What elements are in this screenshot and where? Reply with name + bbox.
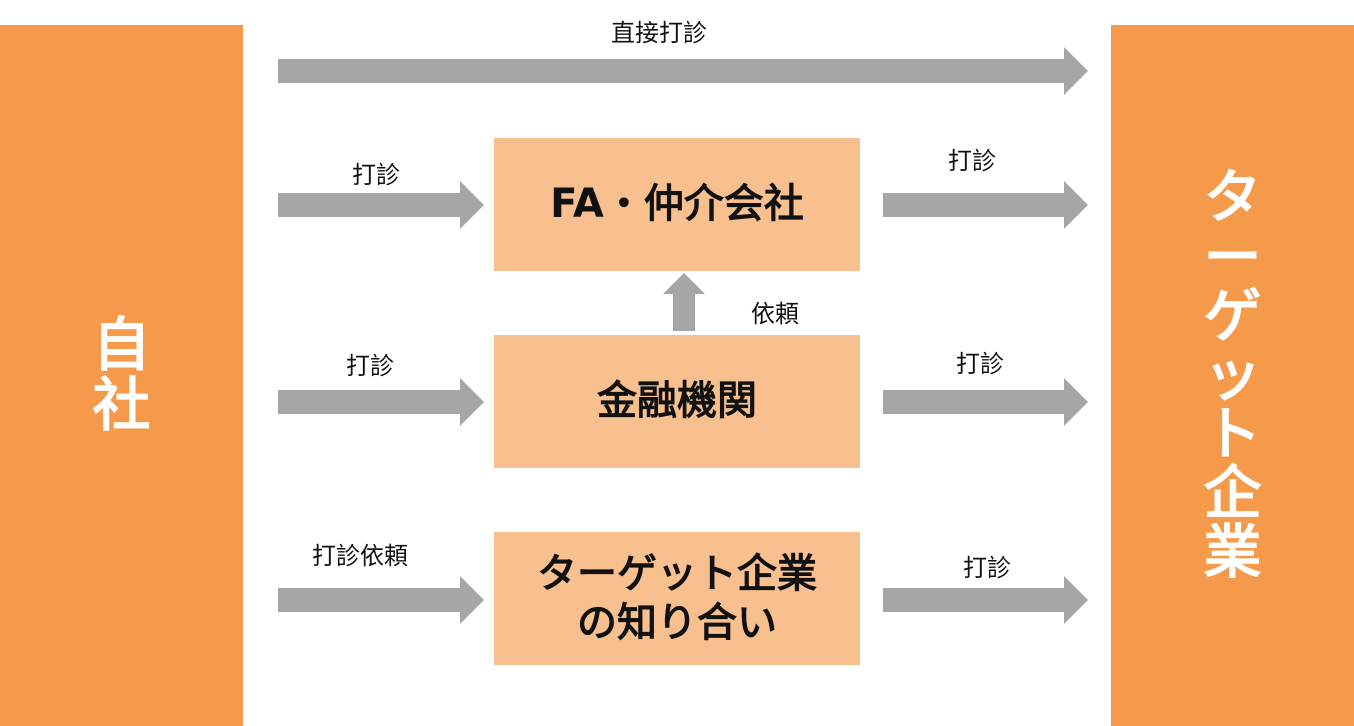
fa-intermediary-name: FA・仲介会社: [550, 181, 804, 228]
target-company-char: 企: [1203, 459, 1262, 528]
route-bank-in-label: 打診: [346, 352, 394, 380]
route-fa-out-arrow: [883, 181, 1088, 229]
bank-intermediary-box: 金融機関: [494, 335, 860, 468]
target-company-char: ッ: [1203, 340, 1262, 409]
acquaintance-name-line: の知り合い: [577, 599, 777, 646]
route-bank-out-label: 打診: [956, 350, 1004, 378]
direct-route-label: 直接打診: [611, 19, 707, 47]
own-company-char: 社: [92, 370, 151, 439]
fa-intermediary-box: FA・仲介会社: [494, 138, 860, 271]
route-acquaintance-out-arrow: [883, 576, 1088, 624]
target-company-char: ー: [1203, 222, 1262, 291]
request-label: 依頼: [751, 300, 799, 328]
direct-route-arrow: [278, 47, 1088, 95]
route-acquaintance-in-label: 打診依頼: [312, 542, 408, 570]
route-bank-out-arrow: [883, 378, 1088, 426]
route-fa-out-label: 打診: [948, 147, 996, 175]
acquaintance-name-line: ターゲット企業: [537, 550, 817, 597]
route-acquaintance-out-label: 打診: [963, 554, 1011, 582]
own-company-char: 自: [92, 311, 151, 380]
acquaintance-intermediary-box: ターゲット企業 の知り合い: [494, 532, 860, 665]
route-acquaintance-in-arrow: [278, 576, 484, 624]
target-company-char: タ: [1203, 163, 1262, 232]
target-company-box: タ ー ゲ ッ ト 企 業: [1111, 25, 1354, 726]
target-company-char: 業: [1203, 518, 1262, 587]
route-fa-in-arrow: [278, 181, 484, 229]
bank-intermediary-name: 金融機関: [597, 378, 757, 425]
own-company-box: 自 社: [0, 25, 243, 726]
route-fa-in-label: 打診: [352, 161, 400, 189]
request-up-arrow: [663, 273, 705, 331]
route-bank-in-arrow: [278, 378, 484, 426]
target-company-char: ト: [1203, 400, 1262, 469]
target-company-char: ゲ: [1203, 281, 1262, 350]
